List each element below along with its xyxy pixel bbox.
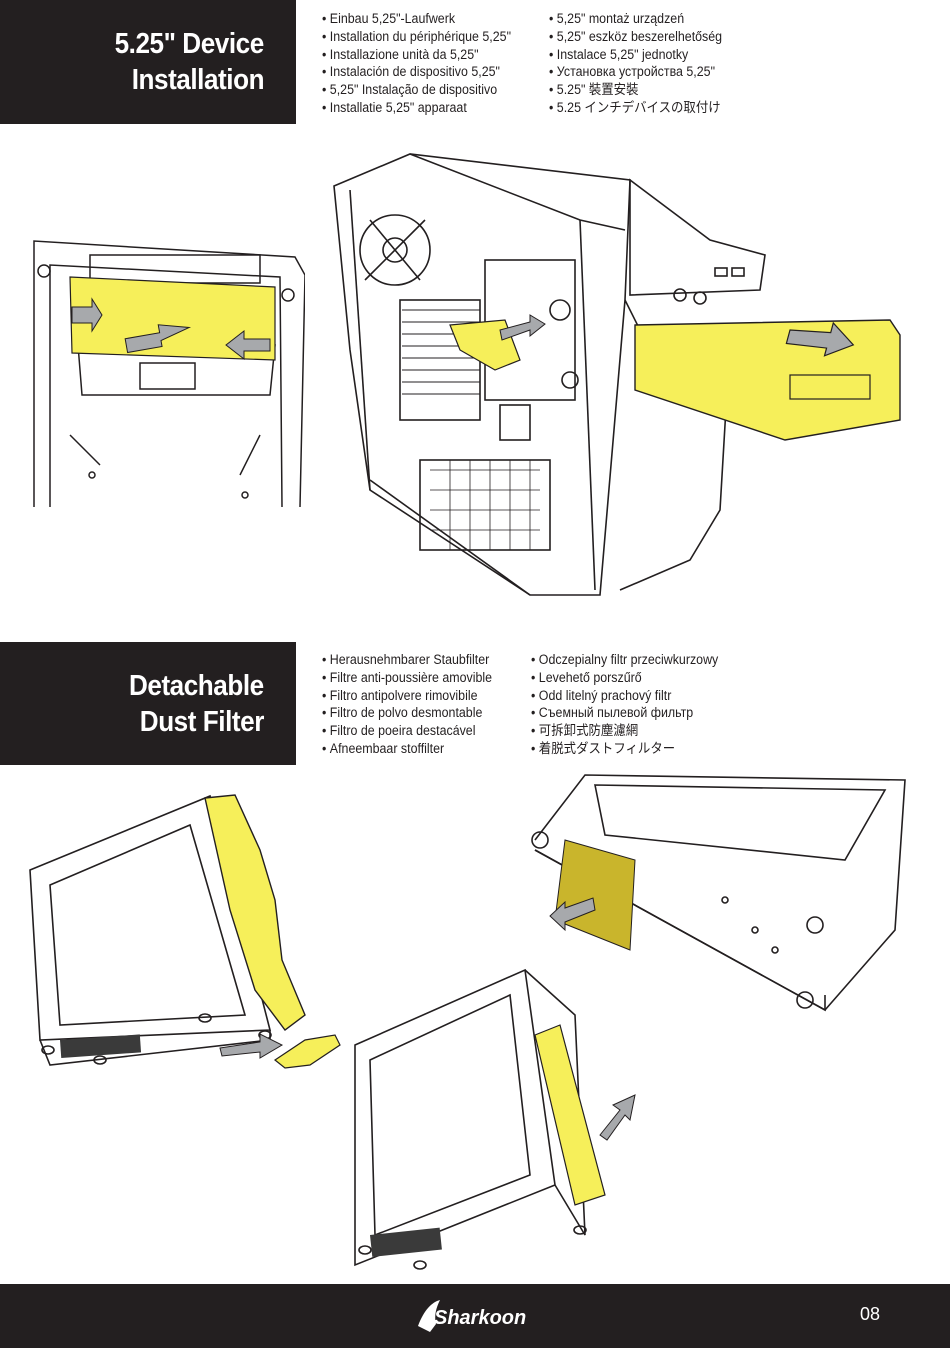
list-item: Filtro de poeira destacável (322, 722, 492, 740)
section-title-line1: Detachable (129, 669, 264, 702)
side-filter-removal-illustration (354, 968, 636, 1270)
section-title-line2: Dust Filter (139, 705, 265, 738)
list-item: Installatie 5,25" apparaat (322, 99, 511, 117)
front-bay-cover-illustration (33, 240, 305, 508)
front-panel-removal-illustration (29, 794, 341, 1069)
section-title-dust-filter: Detachable Dust Filter (0, 642, 296, 765)
language-list-filter-col2: Odczepialny filtr przeciwkurzowy Levehet… (531, 651, 735, 758)
language-list-device-col1: Einbau 5,25"-Laufwerk Installation du pé… (322, 10, 527, 117)
list-item: Filtro de polvo desmontable (322, 704, 492, 722)
list-item: 着脱式ダストフィルター (531, 740, 718, 758)
page-number: 08 (859, 1304, 880, 1324)
section-title-line1: 5.25" Device (114, 28, 265, 60)
list-item: 5,25" eszköz beszerelhetőség (549, 28, 722, 46)
sharkoon-logo: Sharkoon (418, 1300, 526, 1332)
section-title-device-installation: 5.25" Device Installation (0, 0, 296, 124)
list-item: 5,25" montaż urządzeń (549, 10, 722, 28)
svg-text:Sharkoon: Sharkoon (434, 1307, 526, 1329)
page-footer: Sharkoon 08 (0, 1284, 950, 1348)
language-list-device-col2: 5,25" montaż urządzeń 5,25" eszköz besze… (549, 10, 737, 117)
list-item: Einbau 5,25"-Laufwerk (322, 10, 511, 28)
list-item: Filtro antipolvere rimovibile (322, 687, 492, 705)
list-item: Herausnehmbarer Staubfilter (322, 651, 492, 669)
list-item: Съемный пылевой фильтр (531, 704, 718, 722)
list-item: Установка устройства 5,25" (549, 63, 722, 81)
list-item: Afneembaar stoffilter (322, 740, 492, 758)
list-item: 5.25" 裝置安裝 (549, 81, 722, 99)
list-item: 5,25" Instalação de dispositivo (322, 81, 511, 99)
list-item: 可拆卸式防塵濾網 (531, 722, 718, 740)
list-item: Filtre anti-poussière amovible (322, 669, 492, 687)
section-title-line2: Installation (131, 64, 265, 96)
bottom-filter-removal-illustration (531, 774, 906, 1012)
list-item: Instalación de dispositivo 5,25" (322, 63, 511, 81)
list-item: Instalace 5,25" jednotky (549, 46, 722, 64)
list-item: Odczepialny filtr przeciwkurzowy (531, 651, 718, 669)
list-item: Levehető porszűrő (531, 669, 718, 687)
list-item: 5.25 インチデバイスの取付け (549, 99, 722, 117)
open-case-drive-illustration (333, 153, 901, 596)
list-item: Installation du périphérique 5,25" (322, 28, 511, 46)
list-item: Odd litelný prachový filtr (531, 687, 718, 705)
list-item: Installazione unità da 5,25" (322, 46, 511, 64)
language-list-filter-col1: Herausnehmbarer Staubfilter Filtre anti-… (322, 651, 507, 758)
